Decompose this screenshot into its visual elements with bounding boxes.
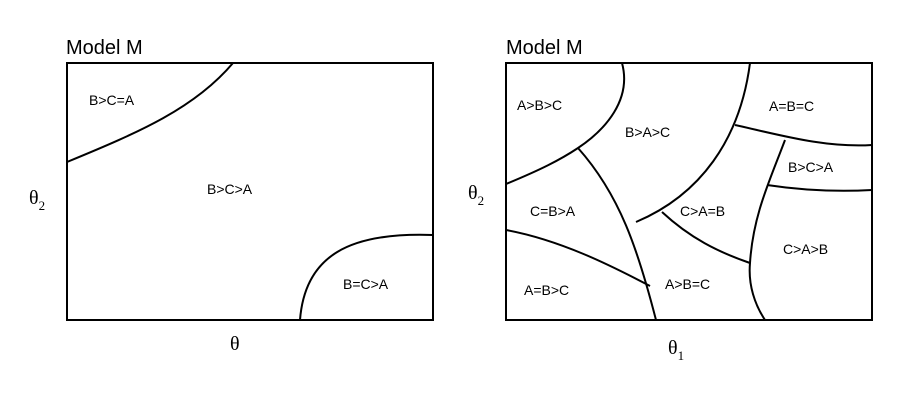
right-region-8: A=B>C: [524, 282, 569, 298]
right-region-6: C>A=B: [680, 203, 725, 219]
right-boundary-4: [635, 62, 751, 223]
right-panel-frame: [505, 62, 873, 321]
right-boundary-5: [734, 124, 873, 147]
right-region-1: A>B>C: [517, 97, 562, 113]
right-region-9: A>B=C: [665, 276, 710, 292]
left-x-axis-symbol: θ: [230, 333, 240, 355]
right-region-7: C>A>B: [783, 241, 828, 257]
right-x-axis-label: θ1: [668, 337, 684, 363]
right-y-axis-subscript: 2: [478, 193, 485, 208]
right-panel-title-main: Model M: [506, 37, 583, 59]
right-boundary-3: [505, 229, 651, 287]
right-x-axis-subscript: 1: [678, 348, 685, 363]
right-region-4: B>C>A: [788, 159, 834, 175]
right-y-axis-symbol: θ: [468, 182, 478, 204]
right-panel: Model M A>B>C B>A>C A=B=C B>C>A C=B>A C>…: [468, 37, 873, 363]
left-y-axis-label: θ2: [29, 187, 45, 213]
right-boundary-8: [766, 184, 873, 192]
right-boundary-7: [748, 139, 786, 321]
left-y-axis-symbol: θ: [29, 187, 39, 209]
left-y-axis-subscript: 2: [39, 198, 46, 213]
left-boundary-top: [66, 62, 234, 163]
right-region-2: B>A>C: [625, 124, 670, 140]
right-region-3: A=B=C: [769, 98, 814, 114]
left-region-1: B>C=A: [89, 92, 135, 108]
right-panel-title: Model M: [506, 37, 583, 59]
left-boundary-bottom-right: [299, 233, 434, 321]
right-boundary-2: [577, 147, 657, 321]
left-panel-frame: [66, 62, 434, 321]
right-boundary-6: [661, 211, 751, 264]
right-x-axis-symbol: θ: [668, 337, 678, 359]
right-region-5: C=B>A: [530, 203, 576, 219]
left-panel-title: Model M: [66, 37, 143, 59]
right-boundary-1: [505, 62, 626, 185]
left-region-3: B=C>A: [343, 276, 389, 292]
left-x-axis-label: θ: [230, 333, 240, 355]
right-y-axis-label: θ2: [468, 182, 484, 208]
left-region-2: B>C>A: [207, 181, 253, 197]
left-panel: Model M B>C=A B>C>A B=C>A θ θ2: [29, 37, 434, 355]
